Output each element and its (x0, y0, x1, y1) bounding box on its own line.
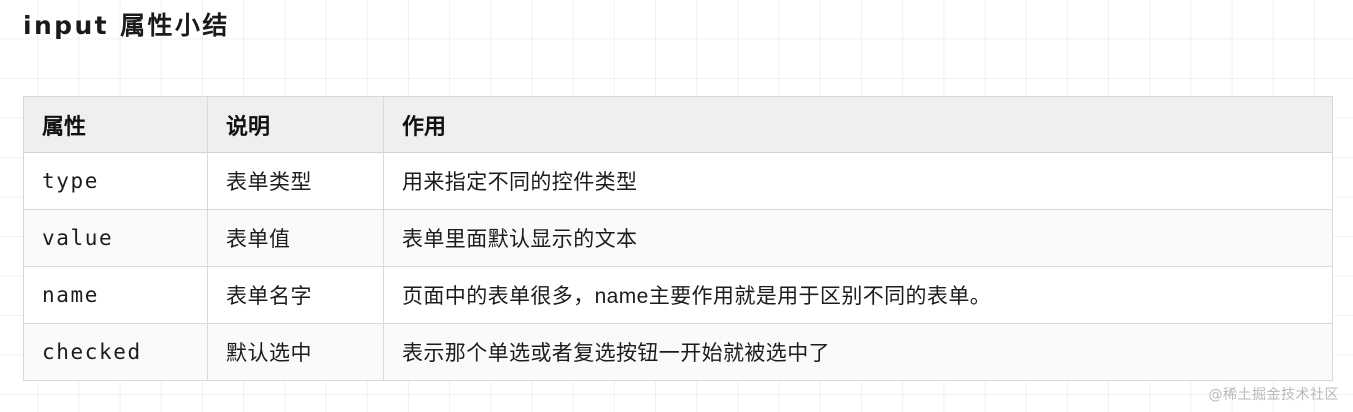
cell-attribute: checked (23, 323, 208, 381)
cell-attribute: name (23, 266, 208, 324)
table-row: checked 默认选中 表示那个单选或者复选按钮一开始就被选中了 (23, 323, 1333, 381)
cell-attribute: type (23, 152, 208, 210)
input-attribute-table: 属性 说明 作用 type 表单类型 用来指定不同的控件类型 value 表单值… (23, 96, 1333, 381)
column-header-description: 说明 (207, 96, 384, 153)
table-header: 属性 说明 作用 (23, 96, 1333, 153)
cell-description: 表单值 (207, 209, 384, 267)
table-body: type 表单类型 用来指定不同的控件类型 value 表单值 表单里面默认显示… (23, 152, 1333, 381)
watermark: @稀土掘金技术社区 (1208, 387, 1339, 403)
column-header-attribute: 属性 (23, 96, 208, 153)
attribute-table-container: 属性 说明 作用 type 表单类型 用来指定不同的控件类型 value 表单值… (23, 96, 1333, 381)
column-header-effect: 作用 (383, 96, 1333, 153)
page-title: input 属性小结 (23, 11, 230, 40)
cell-effect: 用来指定不同的控件类型 (383, 152, 1333, 210)
table-row: value 表单值 表单里面默认显示的文本 (23, 209, 1333, 267)
cell-effect: 表示那个单选或者复选按钮一开始就被选中了 (383, 323, 1333, 381)
table-header-row: 属性 说明 作用 (23, 96, 1333, 153)
table-row: type 表单类型 用来指定不同的控件类型 (23, 152, 1333, 210)
table-row: name 表单名字 页面中的表单很多，name主要作用就是用于区别不同的表单。 (23, 266, 1333, 324)
cell-attribute: value (23, 209, 208, 267)
cell-effect: 表单里面默认显示的文本 (383, 209, 1333, 267)
cell-description: 默认选中 (207, 323, 384, 381)
cell-effect: 页面中的表单很多，name主要作用就是用于区别不同的表单。 (383, 266, 1333, 324)
cell-description: 表单名字 (207, 266, 384, 324)
cell-description: 表单类型 (207, 152, 384, 210)
